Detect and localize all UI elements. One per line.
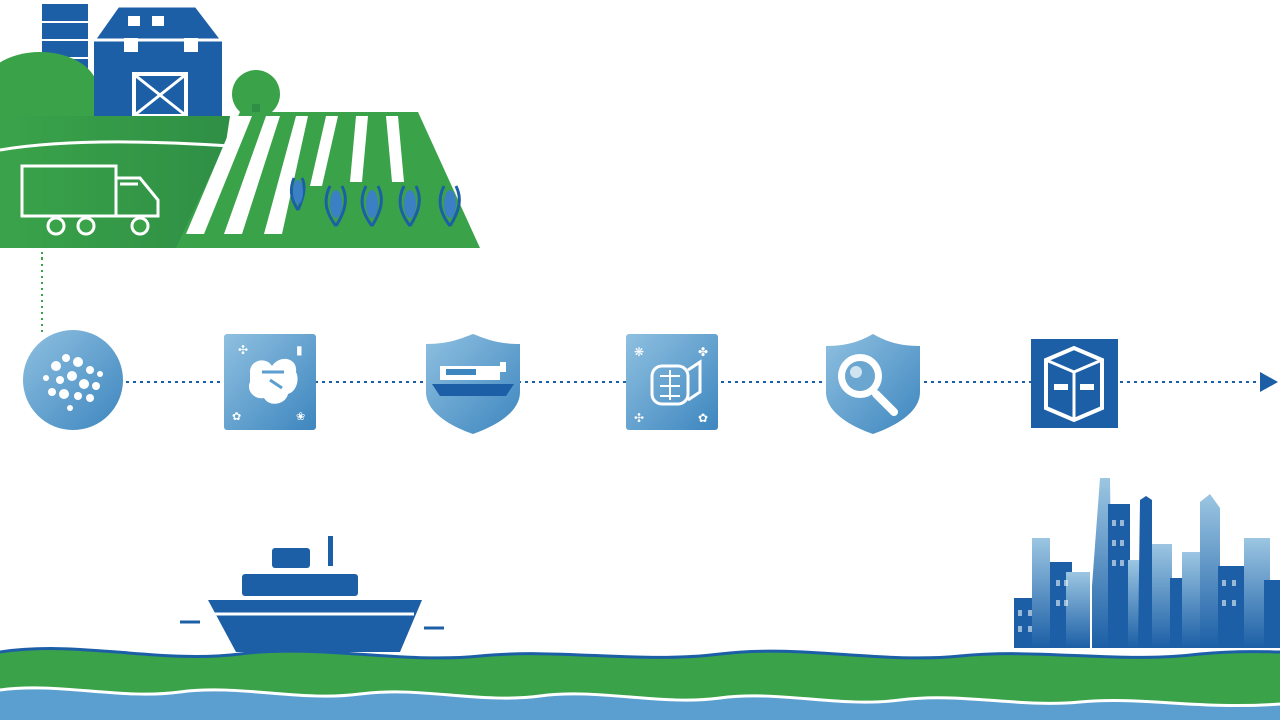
farm-scene <box>0 4 480 260</box>
delivery-truck-icon <box>20 164 160 236</box>
city-skyline-icon <box>1014 478 1280 648</box>
svg-text:✿: ✿ <box>232 410 241 423</box>
processing-badge-icon: ✣ ▮ ✿ ❀ <box>224 334 316 430</box>
svg-text:❀: ❀ <box>296 410 305 423</box>
barn-icon <box>91 4 226 118</box>
packaging-badge-icon: ❋ ✤ ✣ ✿ <box>626 334 718 430</box>
svg-text:✤: ✤ <box>698 345 708 359</box>
box-icon <box>1031 339 1118 428</box>
water-wave <box>0 687 1280 720</box>
cargo-ship-icon <box>180 536 444 652</box>
svg-text:✣: ✣ <box>634 411 644 425</box>
svg-text:▮: ▮ <box>296 343 303 357</box>
corn-plant-icon <box>289 177 461 227</box>
svg-text:✿: ✿ <box>698 411 708 425</box>
svg-text:❋: ❋ <box>634 345 644 359</box>
shield-magnifier-icon <box>826 334 920 434</box>
grain-cluster-icon <box>23 330 123 430</box>
svg-text:✣: ✣ <box>238 343 248 357</box>
shield-cargo-ship-icon <box>426 334 520 434</box>
